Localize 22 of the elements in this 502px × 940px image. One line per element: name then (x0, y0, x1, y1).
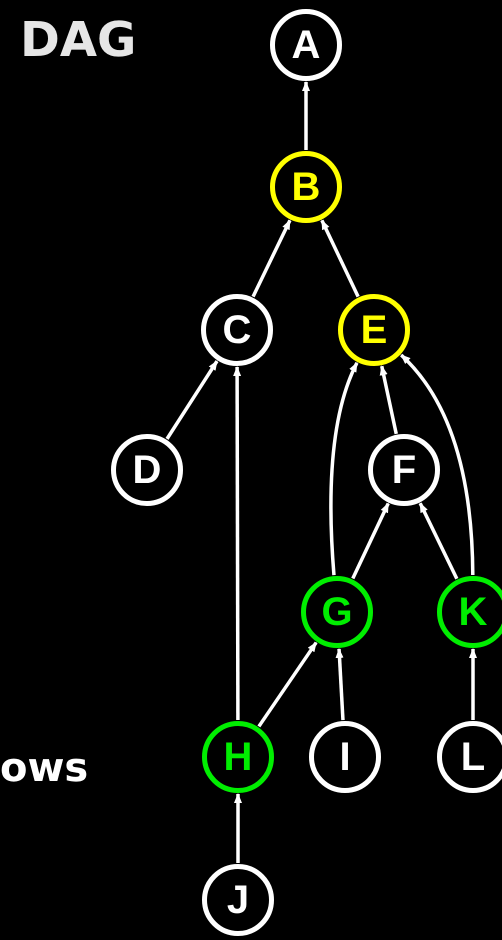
node-letter: J (226, 880, 250, 920)
arrow (234, 793, 242, 863)
arrow (257, 642, 318, 728)
node-letter: F (392, 450, 416, 490)
node-letter: C (222, 310, 252, 350)
node-letter: A (292, 25, 320, 65)
node-letter: L (460, 737, 486, 777)
node-letter: I (339, 737, 351, 777)
node-letter: K (458, 592, 488, 632)
diagram-title: DAG (20, 16, 136, 64)
arrow (302, 81, 310, 150)
arrow (469, 648, 477, 720)
node-letter: B (292, 167, 320, 207)
arrow (336, 648, 345, 720)
arrow (400, 354, 475, 576)
node-letter: E (360, 310, 388, 350)
arrow (380, 365, 398, 434)
partial-caption: ows (0, 748, 88, 788)
node-letter: D (132, 450, 162, 490)
node-letter: G (321, 592, 353, 632)
arrow (233, 366, 242, 720)
node-letter: H (224, 737, 252, 777)
